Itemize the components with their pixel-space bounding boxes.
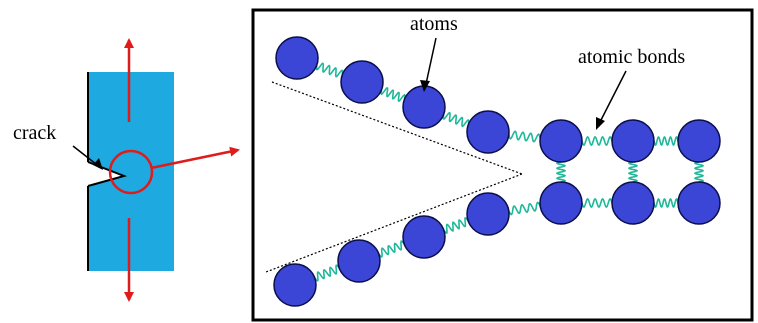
atom — [466, 110, 510, 154]
atom — [402, 85, 446, 129]
crack-face-lower — [265, 173, 523, 273]
atomic-bond — [508, 130, 541, 143]
atomic-bonds-pointer — [599, 70, 627, 123]
atomic-bond — [315, 62, 344, 78]
atom — [677, 119, 721, 163]
zoom-arrow — [150, 146, 240, 170]
crack-face-upper — [271, 81, 523, 175]
atomic-bond — [378, 240, 405, 258]
atom — [677, 181, 721, 225]
atomic-bond — [508, 201, 541, 216]
specimen-bar — [88, 72, 174, 271]
atomic-bond — [442, 111, 470, 128]
atom — [466, 192, 510, 236]
atoms-layer — [273, 36, 721, 307]
atomic-bond — [653, 197, 679, 209]
atomic-bond — [581, 136, 613, 146]
crack-label: crack — [13, 122, 56, 144]
atomic-bond — [693, 161, 705, 183]
atomic-bonds-label: atomic bonds — [578, 46, 685, 68]
atom — [539, 119, 583, 163]
atomic-bonds-pointer-head — [596, 117, 605, 130]
atoms-pointer — [425, 37, 437, 85]
atomic-bond — [581, 198, 613, 208]
atom — [539, 181, 583, 225]
atomic-bond — [443, 216, 469, 235]
atom — [275, 36, 319, 80]
specimen-group: crack — [13, 38, 240, 302]
atomic-bond — [627, 161, 639, 183]
atom — [611, 119, 655, 163]
atom — [611, 181, 655, 225]
atomic-bond — [653, 135, 679, 147]
atoms-label: atoms — [410, 13, 458, 35]
atoms-pointer-head — [420, 80, 430, 92]
bonds-layer — [314, 62, 705, 282]
atomic-bond — [555, 161, 567, 183]
atom — [273, 263, 317, 307]
atom — [337, 239, 381, 283]
atomic-bond — [380, 86, 406, 103]
zoom-circle — [108, 149, 154, 195]
atom — [340, 60, 384, 104]
atomic-bond — [314, 264, 340, 282]
atom — [402, 215, 446, 259]
crack-pointer-head — [93, 158, 103, 170]
